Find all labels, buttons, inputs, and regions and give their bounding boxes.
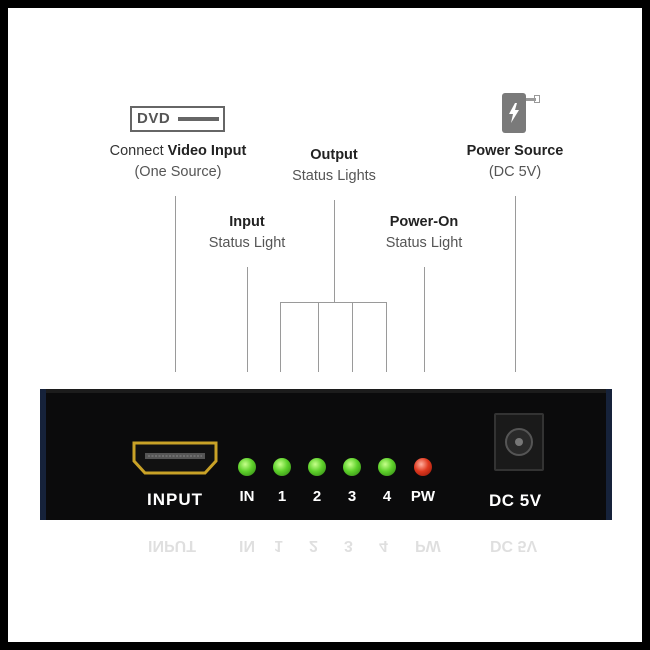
- status-led-1: [273, 458, 291, 476]
- callout-power-on-sub: Status Light: [385, 235, 463, 251]
- leader-line-video-input: [175, 196, 176, 372]
- reflection-dc-label: DC 5V: [490, 537, 538, 554]
- leader-line-output-bar: [280, 302, 386, 303]
- reflection-led-label-2: 2: [309, 537, 318, 554]
- reflection-led-label-1: 1: [274, 537, 283, 554]
- leader-line-power-source: [515, 196, 516, 372]
- status-led-label-2: 2: [312, 488, 322, 505]
- reflection-led-label-in: IN: [239, 537, 255, 554]
- status-led-label-1: 1: [277, 488, 287, 505]
- callout-power-on-title: Power-On: [389, 214, 459, 230]
- callout-power-on: Power-On Status Light: [364, 212, 484, 254]
- dc-power-jack[interactable]: [494, 413, 544, 471]
- dvd-player-icon: DVD: [130, 106, 225, 132]
- dvd-icon-text: DVD: [137, 110, 171, 127]
- leader-line-input: [247, 267, 248, 372]
- reflection-input-label: INPUT: [148, 537, 196, 554]
- status-led-2: [308, 458, 326, 476]
- status-led-pw: [414, 458, 432, 476]
- dc-port-label: DC 5V: [489, 491, 542, 510]
- callout-input: Input Status Light: [187, 212, 307, 254]
- callout-video-input-prefix: Connect: [109, 143, 168, 159]
- dvd-slot-bar: [178, 117, 219, 121]
- leader-line-output-stem: [334, 200, 335, 302]
- input-port-label: INPUT: [147, 490, 203, 509]
- dc-jack-pin: [515, 438, 523, 446]
- leader-line-output-4: [386, 302, 387, 372]
- status-led-label-pw: PW: [410, 488, 436, 505]
- callout-video-input-sub: (One Source): [134, 164, 222, 180]
- device-left-edge: [40, 389, 46, 520]
- power-adapter-prong: [526, 98, 536, 101]
- status-led-in: [238, 458, 256, 476]
- callout-output: Output Status Lights: [264, 145, 404, 187]
- leader-line-output-3: [352, 302, 353, 372]
- status-led-label-3: 3: [347, 488, 357, 505]
- reflection-led-label-pw: PW: [415, 537, 441, 554]
- callout-video-input-bold: Video Input: [167, 143, 247, 159]
- status-led-label-in: IN: [239, 488, 255, 505]
- lightning-bolt-icon: [509, 103, 519, 123]
- product-diagram: DVD Connect Video Input (One Source) Out…: [8, 8, 642, 642]
- status-led-4: [378, 458, 396, 476]
- callout-output-sub: Status Lights: [292, 168, 376, 184]
- callout-output-title: Output: [310, 147, 358, 163]
- callout-input-title: Input: [229, 214, 265, 230]
- leader-line-output-2: [318, 302, 319, 372]
- callout-power-source-title: Power Source: [466, 143, 564, 159]
- device-reflection: INPUT DC 5V IN 1 2 3 4 PW: [40, 526, 612, 586]
- reflection-led-label-4: 4: [379, 537, 388, 554]
- status-led-label-4: 4: [382, 488, 392, 505]
- power-adapter-prong-tip: [534, 95, 540, 103]
- power-adapter-icon: [502, 93, 526, 133]
- callout-input-sub: Status Light: [208, 235, 286, 251]
- leader-line-output-1: [280, 302, 281, 372]
- hdmi-port-icon[interactable]: [131, 441, 219, 475]
- callout-power-source: Power Source (DC 5V): [445, 141, 585, 183]
- hdmi-splitter-device: INPUT DC 5V IN 1 2 3 4 PW: [40, 389, 612, 520]
- callout-power-source-sub: (DC 5V): [488, 164, 542, 180]
- device-right-edge: [606, 389, 612, 520]
- device-top-edge: [40, 389, 612, 393]
- callout-video-input: Connect Video Input (One Source): [88, 141, 268, 183]
- reflection-led-label-3: 3: [344, 537, 353, 554]
- status-led-3: [343, 458, 361, 476]
- leader-line-power-on: [424, 267, 425, 372]
